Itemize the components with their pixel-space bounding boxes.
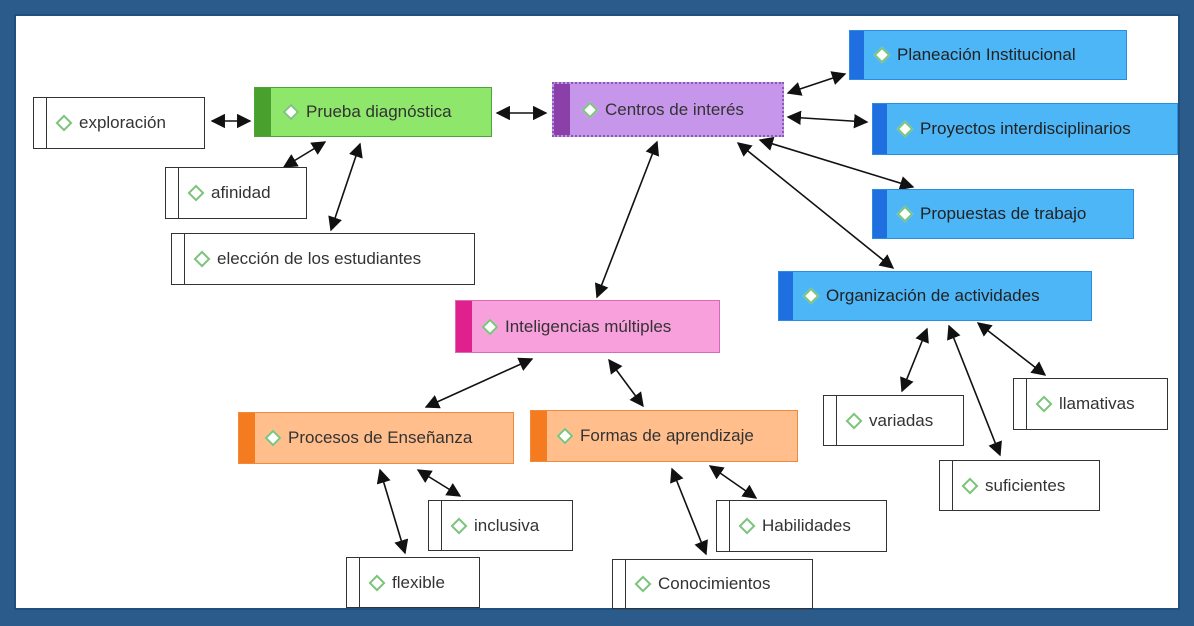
node-label: Organización de actividades — [826, 286, 1040, 305]
node-inteligencias-multiples[interactable]: Inteligencias múltiples — [455, 300, 720, 353]
diamond-icon — [873, 46, 891, 64]
diamond-icon — [368, 574, 386, 591]
node-eleccion-de-los-estudiantes[interactable]: elección de los estudiantes — [171, 233, 475, 285]
diamond-icon — [1035, 395, 1053, 413]
node-label: Planeación Institucional — [897, 45, 1076, 64]
node-label: elección de los estudiantes — [217, 249, 422, 268]
node-label: Centros de interés — [605, 99, 744, 119]
node-label: flexible — [392, 572, 445, 592]
diamond-icon — [845, 412, 863, 429]
node-planeacion-institucional[interactable]: Planeación Institucional — [849, 30, 1127, 80]
diamond-icon — [55, 114, 73, 132]
diamond-icon — [450, 517, 468, 534]
node-prueba-diagnostica[interactable]: Prueba diagnóstica — [254, 87, 492, 137]
node-label: Proyectos interdisciplinarios — [920, 119, 1131, 138]
diamond-icon — [896, 205, 914, 223]
node-exploracion[interactable]: exploración — [33, 97, 205, 149]
node-label: Conocimientos — [658, 574, 771, 593]
diamond-icon — [961, 477, 979, 494]
node-llamativas[interactable]: llamativas — [1013, 378, 1168, 430]
diamond-icon — [802, 287, 820, 305]
node-label: variadas — [869, 410, 934, 430]
diamond-icon — [581, 101, 599, 118]
node-label: Procesos de Enseñanza — [288, 428, 473, 447]
diamond-icon — [187, 184, 205, 202]
node-label: Propuestas de trabajo — [920, 204, 1087, 223]
node-label: Inteligencias múltiples — [505, 316, 672, 336]
node-formas-de-aprendizaje[interactable]: Formas de aprendizaje — [530, 410, 798, 462]
diamond-icon — [634, 575, 652, 593]
diamond-icon — [481, 318, 499, 335]
node-label: Prueba diagnóstica — [306, 102, 452, 121]
node-inclusiva[interactable]: inclusiva — [428, 500, 573, 551]
node-suficientes[interactable]: suficientes — [939, 460, 1100, 511]
diamond-icon — [264, 429, 282, 447]
node-label: Formas de aprendizaje — [580, 426, 754, 445]
node-label: afinidad — [211, 183, 271, 202]
node-variadas[interactable]: variadas — [823, 395, 964, 446]
node-habilidades[interactable]: Habilidades — [716, 500, 887, 552]
diamond-icon — [282, 103, 300, 121]
node-flexible[interactable]: flexible — [346, 557, 480, 608]
node-centros-de-interes[interactable]: Centros de interés — [552, 82, 784, 137]
diamond-icon — [896, 120, 914, 138]
node-label: Habilidades — [762, 516, 851, 535]
node-propuestas-de-trabajo[interactable]: Propuestas de trabajo — [872, 189, 1134, 239]
node-label: exploración — [79, 113, 166, 132]
diamond-icon — [738, 517, 756, 535]
node-organizacion-de-actividades[interactable]: Organización de actividades — [778, 271, 1092, 321]
node-afinidad[interactable]: afinidad — [165, 167, 307, 219]
node-conocimientos[interactable]: Conocimientos — [612, 559, 813, 609]
diamond-icon — [556, 427, 574, 445]
node-label: llamativas — [1059, 394, 1135, 413]
node-label: inclusiva — [474, 515, 540, 535]
node-label: suficientes — [985, 475, 1066, 495]
node-procesos-de-ensenanza[interactable]: Procesos de Enseñanza — [238, 412, 514, 464]
diamond-icon — [193, 250, 211, 268]
node-proyectos-interdisciplinarios[interactable]: Proyectos interdisciplinarios — [872, 103, 1178, 155]
